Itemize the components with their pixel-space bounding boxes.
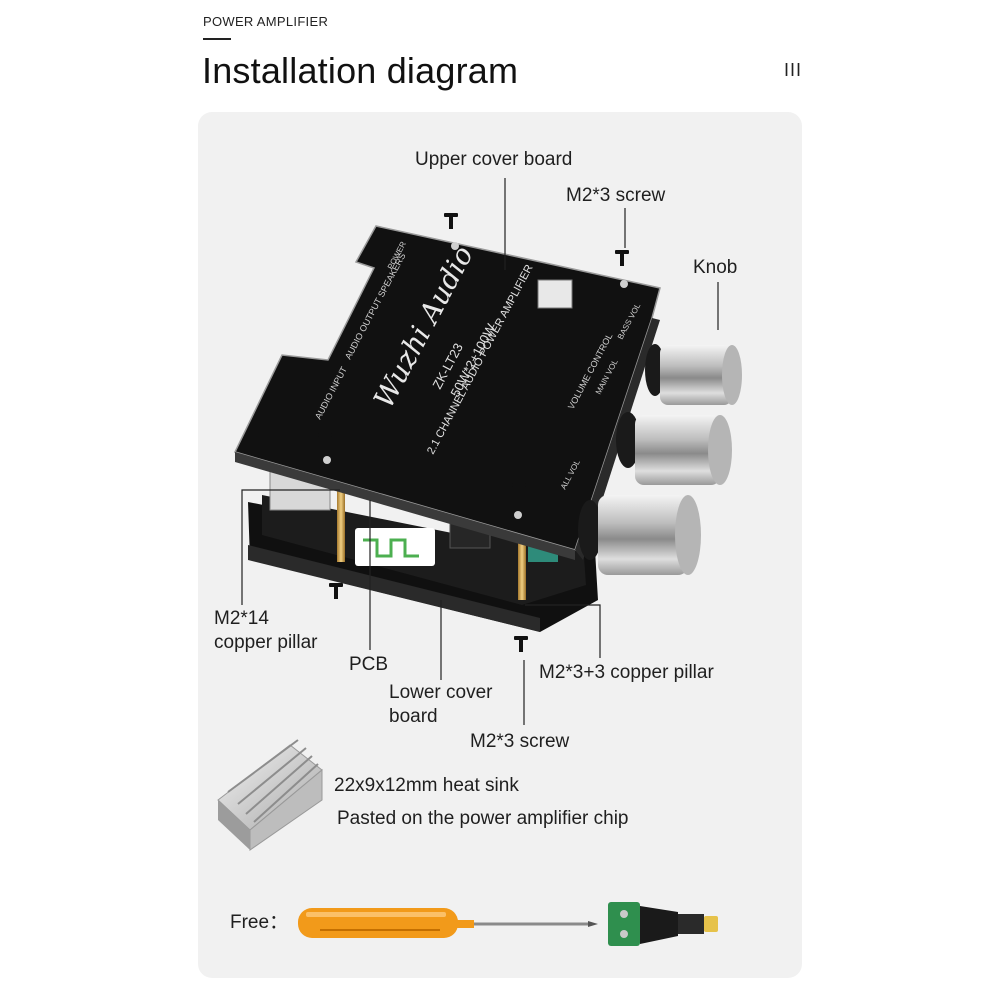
label-lower-cover-line2: board [389,706,438,727]
heatsink-note: Pasted on the power amplifier chip [337,808,629,829]
bluetooth-antenna [355,528,435,566]
screwdriver-icon [298,908,598,938]
label-lower-cover-line1: Lower cover [389,682,493,703]
free-label: Free： [230,912,289,933]
label-m2x14-line1: M2*14 [214,608,269,629]
screw-icon [512,483,526,499]
screw-icon [329,583,343,599]
label-m2x3-3-copper-pillar: M2*3+3 copper pillar [539,662,714,683]
label-m2x14-line2: copper pillar [214,632,318,653]
screws [318,213,629,652]
screw-icon [615,250,629,266]
label-m2x3-screw-bottom: M2*3 screw [470,731,570,752]
label-pcb: PCB [349,654,389,675]
screw-icon [318,433,332,449]
page-title: Installation diagram [202,50,519,91]
knob-main [616,412,732,485]
header-divider [203,38,231,40]
knobs [578,344,742,575]
label-knob: Knob [693,257,738,278]
header-kicker: POWER AMPLIFIER [203,14,329,29]
screw-icon [514,636,528,652]
screw-icon [444,213,458,229]
dc-connector-icon [608,902,718,946]
heatsink-size: 22x9x12mm heat sink [334,775,519,796]
label-upper-cover-board: Upper cover board [415,149,573,170]
heat-sink [217,739,323,851]
knob-all [578,495,701,575]
knob-bass [645,344,742,405]
leader-lines [241,178,719,725]
speaker-terminal [537,279,573,309]
menu-bars-icon[interactable]: III [784,60,803,80]
label-m2x3-screw-top: M2*3 screw [566,185,666,206]
